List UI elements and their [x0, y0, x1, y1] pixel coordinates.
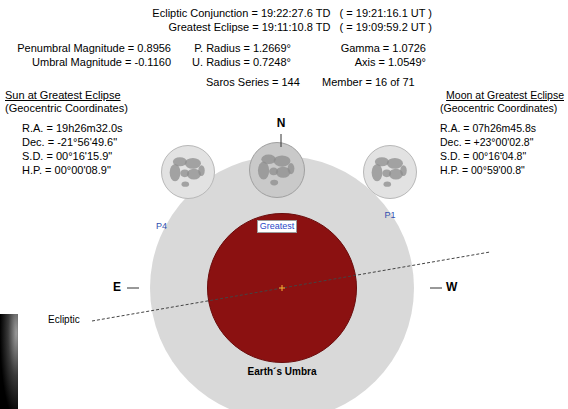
direction-label: N [277, 117, 286, 130]
direction-label: E [113, 281, 121, 294]
coordinate: Dec. = +23°00'02.8" [440, 136, 533, 149]
moon-disc [161, 145, 215, 199]
coordinate: H.P. = 00°59'00.8" [440, 164, 525, 177]
umbra-disc [208, 214, 357, 363]
ecliptic-line [92, 252, 490, 321]
coordinate: R.A. = 07h26m45.8s [440, 122, 536, 135]
center-cross [279, 285, 285, 291]
parameter: Member = 16 of 71 [322, 76, 415, 89]
parameter: Penumbral Magnitude = 0.8956 [17, 42, 171, 55]
image-fragment [0, 314, 18, 409]
block-heading: Moon at Greatest Eclipse [446, 89, 564, 102]
coordinate: H.P. = 00°00'08.9" [22, 164, 111, 177]
position-label: P4 [156, 221, 167, 232]
parameter: Gamma = 1.0726 [341, 42, 426, 55]
direction-label: W [446, 281, 457, 294]
parameter: U. Radius = 0.7248° [192, 56, 291, 69]
ecliptic-label: Ecliptic [48, 313, 80, 326]
lunar-maria [372, 157, 407, 187]
moon-disc [162, 146, 215, 199]
position-label: P1 [384, 210, 395, 221]
moon-position: P1 [363, 145, 417, 199]
moon-position: Greatest [249, 142, 305, 198]
east-tick [127, 288, 139, 289]
block-subheading: (Geocentric Coordinates) [440, 102, 557, 115]
coordinate: R.A. = 19h26m32.0s [22, 122, 123, 135]
lunar-maria [258, 155, 294, 186]
parameter: Saros Series = 144 [206, 76, 300, 89]
time-line: Ecliptic Conjunction = 19:22:27.6 TD ( =… [152, 7, 432, 20]
parameter: Axis = 1.0549° [355, 56, 426, 69]
coordinate: Dec. = -21°56'49.6" [22, 136, 117, 149]
moon-position: P4 [161, 145, 215, 199]
parameter: P. Radius = 1.2669° [194, 42, 291, 55]
position-label: Greatest [257, 220, 298, 233]
time-line: Greatest Eclipse = 19:11:10.8 TD ( = 19:… [168, 21, 432, 34]
parameter: Umbral Magnitude = -0.1160 [32, 56, 171, 69]
moon-disc [363, 145, 417, 199]
west-tick [430, 288, 442, 289]
lunar-maria [170, 157, 205, 187]
moon-disc [364, 146, 417, 199]
region-label: Earth´s Umbra [248, 366, 317, 377]
coordinate: S.D. = 00°16'04.8" [440, 150, 526, 163]
north-tick [281, 134, 282, 147]
coordinate: S.D. = 00°16'15.9" [22, 150, 112, 163]
moon-disc [249, 142, 305, 198]
block-subheading: (Geocentric Coordinates) [5, 102, 128, 115]
block-heading: Sun at Greatest Eclipse [5, 89, 121, 102]
moon-disc [250, 143, 305, 198]
